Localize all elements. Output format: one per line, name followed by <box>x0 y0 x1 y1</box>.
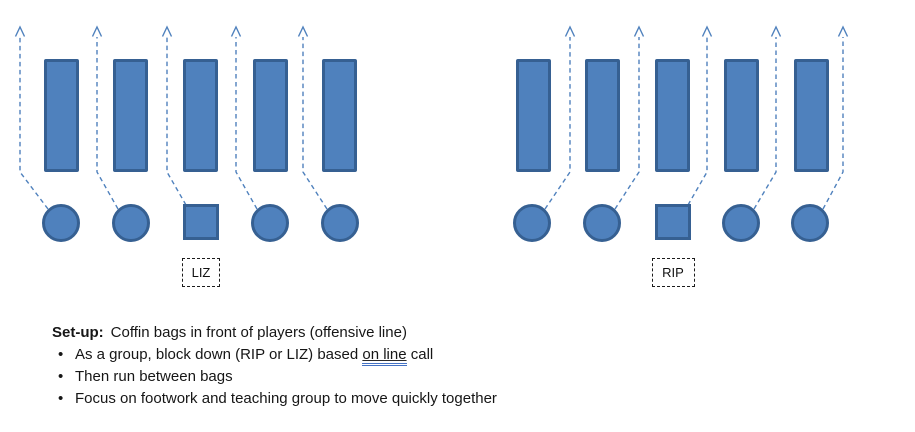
bullet-marker: • <box>58 346 64 363</box>
arrow-head-icon <box>230 25 242 37</box>
arrow-head-icon <box>770 25 782 37</box>
bullet-text-3: Focus on footwork and teaching group to … <box>75 390 497 407</box>
bullet-text-1: As a group, block down (RIP or LIZ) base… <box>75 344 433 366</box>
player-circle-rip-1 <box>513 204 551 242</box>
setup-heading-label: Set-up: <box>52 324 104 341</box>
coffin-bag-liz-1 <box>44 59 79 172</box>
arrow-head-icon <box>837 25 849 37</box>
bullet-line-1: • As a group, block down (RIP or LIZ) ba… <box>52 344 612 366</box>
setup-notes: Set-up: Coffin bags in front of players (… <box>52 322 612 410</box>
coffin-bag-rip-4 <box>724 59 759 172</box>
coffin-bag-liz-5 <box>322 59 357 172</box>
player-circle-rip-5 <box>791 204 829 242</box>
arrow-head-icon <box>564 25 576 37</box>
call-label-rip: RIP <box>651 258 695 287</box>
arrow-head-icon <box>633 25 645 37</box>
player-circle-liz-1 <box>42 204 80 242</box>
bullet-line-3: • Focus on footwork and teaching group t… <box>52 388 612 410</box>
call-label-liz: LIZ <box>182 258 220 287</box>
bullet-line-2: • Then run between bags <box>52 366 612 388</box>
player-circle-rip-4 <box>722 204 760 242</box>
player-center-square-liz <box>183 204 219 240</box>
coffin-bag-rip-1 <box>516 59 551 172</box>
arrow-head-icon <box>297 25 309 37</box>
player-circle-liz-5 <box>321 204 359 242</box>
setup-heading-text: Coffin bags in front of players (offensi… <box>110 324 407 341</box>
run-path-arrow-rip-3 <box>687 37 708 206</box>
coffin-bag-liz-3 <box>183 59 218 172</box>
arrow-head-icon <box>91 25 103 37</box>
player-circle-rip-2 <box>583 204 621 242</box>
coffin-bag-liz-4 <box>253 59 288 172</box>
bullet-text-2: Then run between bags <box>75 368 233 385</box>
coffin-bag-liz-2 <box>113 59 148 172</box>
player-circle-liz-2 <box>112 204 150 242</box>
arrow-head-icon <box>161 25 173 37</box>
player-circle-liz-4 <box>251 204 289 242</box>
bullet-marker: • <box>58 368 64 385</box>
coffin-bag-rip-2 <box>585 59 620 172</box>
bullet-marker: • <box>58 390 64 407</box>
setup-heading-line: Set-up: Coffin bags in front of players (… <box>52 322 612 344</box>
arrow-head-icon <box>14 25 26 37</box>
coffin-bag-rip-5 <box>794 59 829 172</box>
coffin-bag-rip-3 <box>655 59 690 172</box>
player-center-square-rip <box>655 204 691 240</box>
underlined-phrase: on line <box>362 346 407 366</box>
arrow-head-icon <box>701 25 713 37</box>
